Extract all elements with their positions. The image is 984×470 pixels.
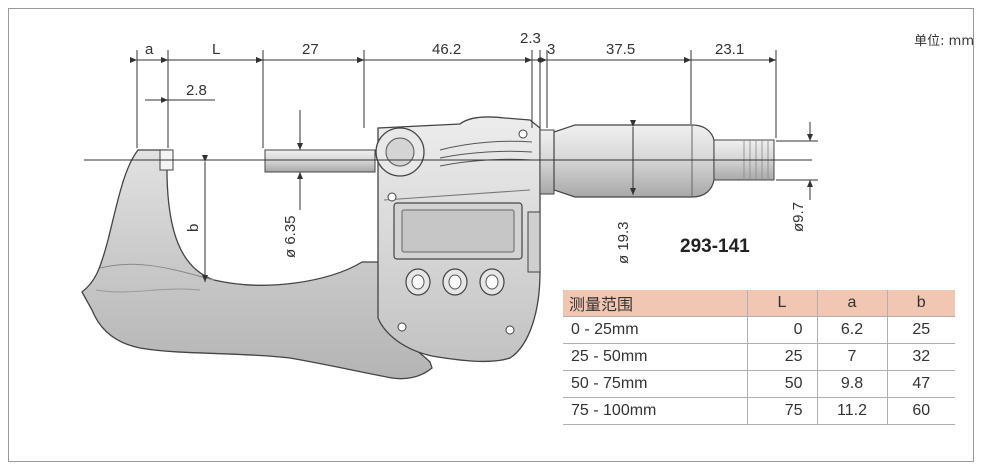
- dim-dia-9-7: ø9.7: [790, 202, 807, 232]
- cell-L: 0: [746, 316, 817, 344]
- cell-range: 0 - 25mm: [563, 316, 747, 344]
- cell-a: 9.8: [816, 370, 887, 398]
- header-L: L: [746, 290, 817, 317]
- cell-a: 11.2: [816, 397, 887, 425]
- table-row: 0 - 25mm 0 6.2 25: [563, 316, 955, 344]
- cell-L: 75: [746, 397, 817, 425]
- table-row: 25 - 50mm 25 7 32: [563, 343, 955, 371]
- header-a: a: [816, 290, 887, 317]
- sleeve: [539, 129, 555, 195]
- cell-a: 6.2: [816, 316, 887, 344]
- table-header-row: 测量范围 L a b: [563, 290, 955, 317]
- spindle: [264, 149, 376, 173]
- dim-L: L: [212, 41, 220, 58]
- dim-dia-6-35: ø 6.35: [282, 215, 299, 258]
- dim-27: 27: [302, 41, 319, 58]
- frame: [81, 149, 433, 380]
- table-row: 75 - 100mm 75 11.2 60: [563, 397, 955, 425]
- dim-37-5: 37.5: [606, 41, 635, 58]
- table-row: 50 - 75mm 50 9.8 47: [563, 370, 955, 398]
- dim-46-2: 46.2: [432, 41, 461, 58]
- thimble: [553, 124, 715, 198]
- cell-b: 25: [886, 316, 955, 344]
- dim-b: b: [185, 224, 202, 232]
- button-row: [405, 268, 505, 296]
- cell-b: 60: [886, 397, 955, 425]
- cell-a: 7: [816, 343, 887, 371]
- cell-range: 75 - 100mm: [563, 397, 747, 425]
- cell-L: 25: [746, 343, 817, 371]
- cell-range: 25 - 50mm: [563, 343, 747, 371]
- dim-dia-19-3: ø 19.3: [615, 221, 632, 264]
- cell-range: 50 - 75mm: [563, 370, 747, 398]
- dim-2-8: 2.8: [186, 82, 207, 99]
- header-b: b: [886, 290, 955, 317]
- dim-3: 3: [547, 41, 555, 58]
- cell-b: 47: [886, 370, 955, 398]
- cell-b: 32: [886, 343, 955, 371]
- dim-a: a: [145, 41, 154, 58]
- dim-23-1: 23.1: [715, 41, 744, 58]
- header-range: 测量范围: [563, 290, 747, 317]
- range-table: 测量范围 L a b 0 - 25mm 0 6.2 25 25 - 50mm 2…: [563, 290, 955, 425]
- cell-L: 50: [746, 370, 817, 398]
- model-number: 293-141: [680, 236, 750, 257]
- unit-label: 单位: mm: [914, 34, 974, 49]
- dim-2-3: 2.3: [520, 30, 541, 47]
